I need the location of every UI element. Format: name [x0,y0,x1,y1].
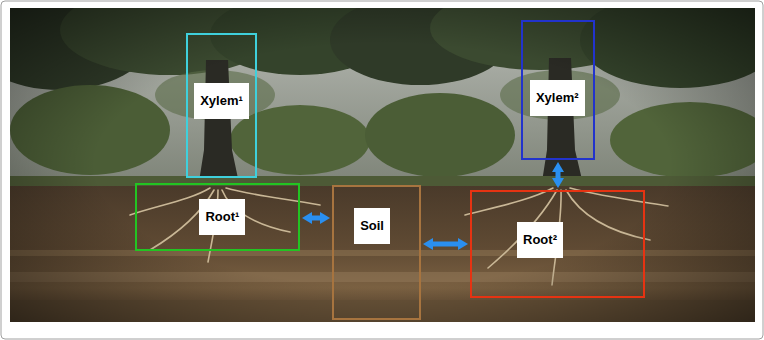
double-arrow [312,216,320,221]
photo-vignette [10,8,755,322]
double-arrow [433,242,458,247]
node-label: Xylem² [536,90,579,106]
xylem-box: Xylem¹ [186,33,257,178]
label-patch: Root¹ [199,199,245,235]
node-label: Xylem¹ [200,93,243,109]
node-label: Root² [523,232,557,248]
node-label: Root¹ [205,209,239,225]
label-patch: Xylem² [530,80,585,116]
label-patch: Xylem¹ [194,83,249,119]
root-box: Root² [470,190,645,298]
label-patch: Soil [354,208,390,244]
double-arrow [556,172,561,178]
label-patch: Root² [517,222,563,258]
soil-profile-photo [10,8,755,322]
root-box: Root¹ [135,183,300,251]
soil-box: Soil [332,185,421,320]
node-label: Soil [360,218,384,234]
xylem-box: Xylem² [521,20,595,160]
